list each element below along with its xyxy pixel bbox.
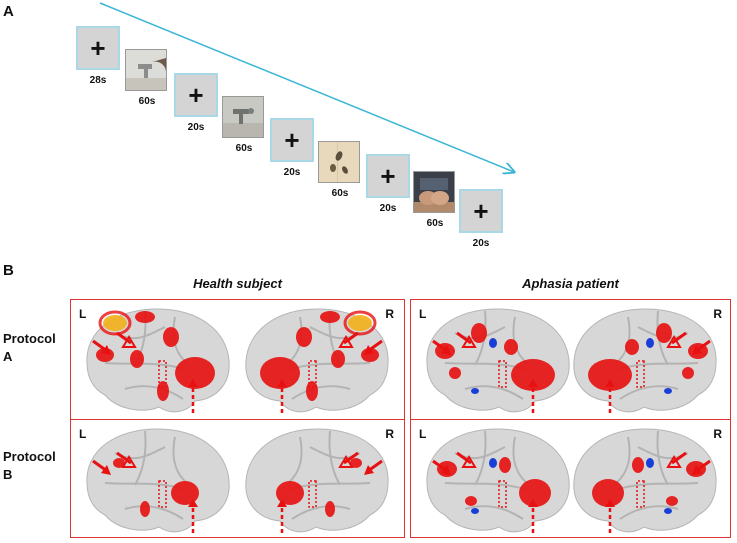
stimulus-photo bbox=[413, 171, 455, 213]
stimulus-photo bbox=[222, 96, 264, 138]
fixation-cross: + bbox=[270, 118, 314, 162]
duration-label: 60s bbox=[138, 96, 156, 107]
health-subject-frame bbox=[70, 299, 405, 538]
fixation-cross: + bbox=[459, 189, 503, 233]
duration-label: 60s bbox=[426, 218, 444, 229]
brain-health-b-right: R bbox=[240, 423, 400, 538]
duration-label: 60s bbox=[235, 143, 253, 154]
hemisphere-label: R bbox=[385, 307, 394, 321]
brain-aphasia-a-left: L bbox=[415, 303, 575, 418]
fixation-cross: + bbox=[76, 26, 120, 70]
sequence-step: +20s bbox=[270, 118, 314, 178]
duration-label: 60s bbox=[331, 188, 349, 199]
hemisphere-label: R bbox=[713, 307, 722, 321]
duration-label: 20s bbox=[187, 122, 205, 133]
sequence-step: 60s bbox=[125, 49, 169, 107]
aphasia-row-divider bbox=[410, 419, 731, 420]
stimulus-photo bbox=[318, 141, 360, 183]
stimulus-photo bbox=[125, 49, 167, 91]
sequence-step: 60s bbox=[318, 141, 362, 199]
duration-label: 28s bbox=[89, 75, 107, 86]
sequence-step: +20s bbox=[174, 73, 218, 133]
sequence-step: +20s bbox=[366, 154, 410, 214]
hemisphere-label: L bbox=[419, 307, 427, 321]
hemisphere-label: R bbox=[385, 427, 394, 441]
duration-label: 20s bbox=[283, 167, 301, 178]
brain-health-a-right: R bbox=[240, 303, 400, 418]
panel-b-letter: B bbox=[3, 262, 14, 279]
brain-health-b-left: L bbox=[75, 423, 235, 538]
brain-health-a-left: L bbox=[75, 303, 235, 418]
health-row-divider bbox=[70, 419, 405, 420]
column-title-aphasia: Aphasia patient bbox=[522, 276, 619, 291]
sequence-step: 60s bbox=[222, 96, 266, 154]
fixation-cross: + bbox=[366, 154, 410, 198]
timeline-arrow bbox=[99, 2, 737, 260]
sequence-step: 60s bbox=[413, 171, 457, 229]
fixation-cross: + bbox=[174, 73, 218, 117]
column-title-health: Health subject bbox=[193, 276, 282, 291]
duration-label: 20s bbox=[379, 203, 397, 214]
aphasia-patient-frame bbox=[410, 299, 731, 538]
panel-a-letter: A bbox=[3, 3, 14, 20]
duration-label: 20s bbox=[472, 238, 490, 249]
hemisphere-label: L bbox=[79, 427, 87, 441]
brain-aphasia-b-left: L bbox=[415, 423, 575, 538]
sequence-step: +28s bbox=[76, 26, 120, 86]
brain-aphasia-a-right: R bbox=[568, 303, 728, 418]
sequence-step: +20s bbox=[459, 189, 503, 249]
brain-aphasia-b-right: R bbox=[568, 423, 728, 538]
hemisphere-label: L bbox=[79, 307, 87, 321]
hemisphere-label: R bbox=[713, 427, 722, 441]
hemisphere-label: L bbox=[419, 427, 427, 441]
